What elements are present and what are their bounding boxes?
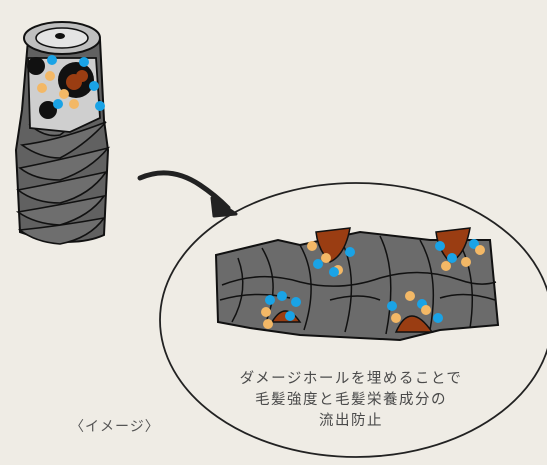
zoom-oval	[159, 182, 547, 458]
hair-strand-cross-section	[14, 21, 111, 245]
arrow-icon	[137, 170, 238, 218]
caption-line-3: 流出防止	[319, 413, 383, 429]
nutrient-dots-magnified	[261, 239, 485, 329]
caption-text: ダメージホールを埋めることで 毛髪強度と毛髪栄養成分の 流出防止	[196, 369, 506, 432]
magnified-cuticle	[214, 227, 500, 342]
caption-line-1: ダメージホールを埋めることで	[239, 371, 463, 387]
caption-line-2: 毛髪強度と毛髪栄養成分の	[255, 392, 447, 408]
image-label: 〈イメージ〉	[70, 419, 160, 435]
nutrient-dots-strand	[37, 55, 105, 111]
